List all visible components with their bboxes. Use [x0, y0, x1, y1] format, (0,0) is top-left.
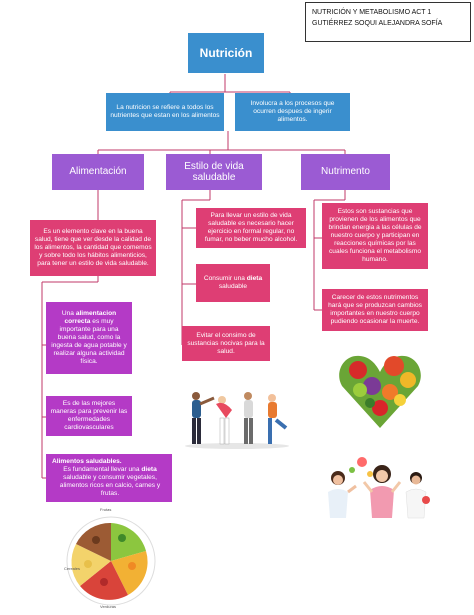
saludables-pre: Es fundamental llevar una — [63, 466, 142, 473]
definition-left: La nutricion se refiere a todos los nutr… — [106, 93, 224, 131]
branch-alimentacion: Alimentación — [52, 154, 144, 190]
branch-estilo-title: Estilo de vida saludable — [184, 161, 244, 183]
saludables-post: saludable y consumir vegetales, alimento… — [59, 474, 161, 497]
estilo-dieta: Consumir una dieta saludable — [196, 264, 270, 302]
alimentacion-correcta: Una alimentacion correcta es muy importa… — [46, 302, 132, 374]
plate-label-verduras: Verduras — [100, 604, 117, 609]
root-node-nutricion: Nutrición — [188, 33, 264, 73]
branch-estilo-de-vida: Estilo de vida saludable — [166, 154, 262, 190]
saludables-bold: dieta — [141, 466, 157, 473]
alimentos-saludables: Alimentos saludables. Es fundamental lle… — [46, 454, 172, 502]
alimentacion-maneras: Es de las mejores maneras para prevenir … — [46, 396, 132, 436]
food-plate-graphic — [66, 516, 156, 606]
exercise-people-image — [185, 392, 289, 449]
alimentos-saludables-text: Es fundamental llevar una dieta saludabl… — [52, 466, 168, 498]
branch-nutrimento: Nutrimento — [301, 154, 390, 190]
alimentacion-description-text: Es un elemento clave en la buena salud, … — [34, 228, 152, 267]
course-title: NUTRICIÓN Y METABOLISMO ACT 1 — [312, 9, 432, 16]
alimentacion-description: Es un elemento clave en la buena salud, … — [30, 220, 156, 276]
estilo-evitar: Evitar el consimo de sustancias nocivas … — [182, 326, 270, 361]
nutrimento-carecer: Carecer de estos nutrimentos hará que se… — [322, 289, 428, 331]
estilo-ejercicio: Para llevar un estilo de vida saludable … — [196, 208, 306, 248]
vegetable-heart-image — [339, 355, 421, 428]
branch-alimentacion-title: Alimentación — [69, 166, 127, 177]
author-name: GUTIÉRREZ SOQUI ALEJANDRA SOFÍA — [312, 20, 443, 27]
nutrimento-sustancias-text: Estos son sustancias que provienen de lo… — [328, 208, 422, 263]
root-title: Nutrición — [199, 46, 253, 60]
healthy-women-image — [328, 457, 430, 519]
correcta-bold: alimentacion correcta — [64, 310, 117, 325]
alimentos-saludables-title: Alimentos saludables. — [52, 458, 122, 465]
dieta-pre: Consumir una — [203, 275, 247, 282]
alimentacion-maneras-text: Es de las mejores maneras para prevenir … — [50, 400, 128, 431]
definition-right-text: Involucra a los procesos que ocurren des… — [250, 100, 335, 123]
alimentacion-correcta-text: Una alimentacion correcta es muy importa… — [50, 310, 128, 366]
nutrimento-carecer-text: Carecer de estos nutrimentos hará que se… — [328, 294, 422, 325]
branch-nutrimento-title: Nutrimento — [321, 166, 370, 177]
food-plate-image: Frutas Cereales Verduras — [62, 506, 160, 610]
estilo-ejercicio-text: Para llevar un estilo de vida saludable … — [204, 212, 298, 243]
plate-label-frutas: Frutas — [100, 507, 112, 512]
header-box: NUTRICIÓN Y METABOLISMO ACT 1 GUTIÉRREZ … — [305, 2, 471, 42]
dieta-bold: dieta — [246, 275, 263, 282]
correcta-post: es muy importante para una buena salud, … — [51, 318, 127, 365]
estilo-evitar-text: Evitar el consimo de sustancias nocivas … — [187, 331, 265, 355]
estilo-dieta-text: Consumir una dieta saludable — [200, 275, 266, 291]
correcta-pre: Una — [61, 310, 76, 317]
dieta-post: saludable — [218, 283, 248, 290]
definition-right: Involucra a los procesos que ocurren des… — [235, 93, 350, 131]
nutrimento-sustancias: Estos son sustancias que provienen de lo… — [322, 203, 428, 269]
definition-left-text: La nutricion se refiere a todos los nutr… — [110, 104, 220, 119]
plate-label-cereales: Cereales — [64, 566, 81, 571]
